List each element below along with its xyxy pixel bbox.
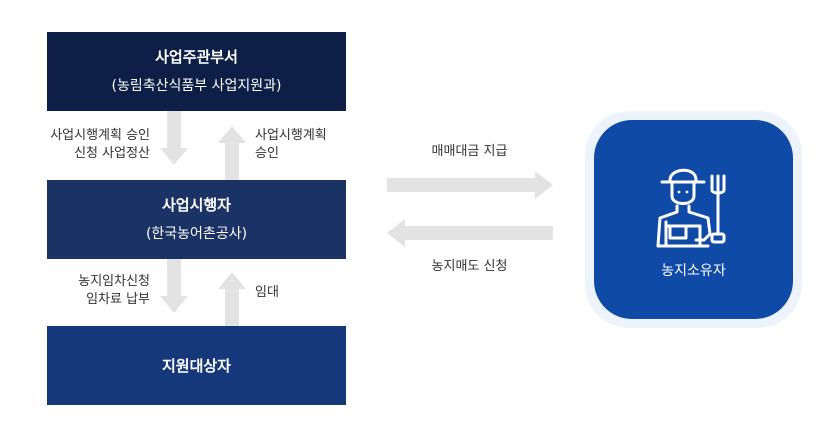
landowner-box: [594, 120, 793, 319]
flow-label-line: 사업시행계획 승인: [50, 128, 150, 143]
flow-label-payment: 매매대금 지급: [431, 144, 508, 159]
down-arrow-bottom: [160, 259, 188, 313]
beneficiary-box: 지원대상자: [47, 326, 346, 405]
flow-label-lease: 임대: [255, 285, 279, 300]
ministry-subtitle: (농림축산식품부 사업지원과): [111, 78, 282, 94]
up-arrow-bottom: [218, 272, 246, 326]
left-arrow: [387, 219, 553, 247]
flow-label-line: 농지임차신청: [78, 274, 150, 289]
farmer-icon: [656, 168, 726, 248]
right-arrow: [387, 171, 553, 199]
flow-label-line: 사업시행계획: [255, 128, 327, 143]
implementer-box: 사업시행자 (한국농어촌공사): [47, 180, 346, 259]
up-arrow-top: [218, 126, 246, 180]
ministry-box: 사업주관부서 (농림축산식품부 사업지원과): [47, 32, 346, 111]
beneficiary-title: 지원대상자: [161, 356, 231, 375]
flow-label-sale-application: 농지매도 신청: [431, 259, 508, 274]
landowner-label: 농지소유자: [661, 263, 726, 279]
flow-label-line: 승인: [255, 146, 279, 161]
flow-label-line: 임차료 납부: [86, 292, 150, 307]
flow-label-lease-application: 농지임차신청 임차료 납부: [78, 273, 150, 309]
implementer-title: 사업시행자: [161, 196, 231, 214]
down-arrow-top: [160, 111, 188, 165]
implementer-subtitle: (한국농어촌공사): [145, 226, 248, 242]
flow-label-line: 신청 사업정산: [74, 146, 150, 161]
ministry-title: 사업주관부서: [155, 48, 238, 66]
flow-label-plan-approval: 사업시행계획 승인 신청 사업정산: [50, 127, 150, 163]
flow-label-plan: 사업시행계획 승인: [255, 127, 327, 163]
